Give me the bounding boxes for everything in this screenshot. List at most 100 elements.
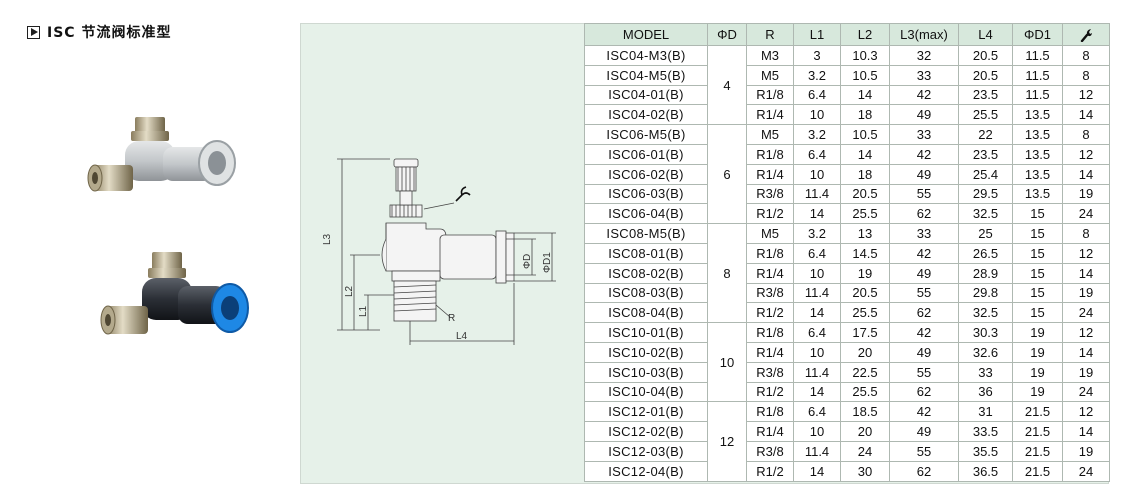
cell-l4: 20.5 bbox=[958, 64, 1013, 86]
cell-wrench: 8 bbox=[1062, 64, 1110, 86]
cell-l4: 28.9 bbox=[958, 262, 1013, 284]
cell-model: ISC12-04(B) bbox=[584, 460, 708, 482]
cell-l4: 23.5 bbox=[958, 143, 1013, 165]
cell-wrench: 24 bbox=[1062, 460, 1110, 482]
cell-l3: 49 bbox=[889, 421, 959, 442]
cell-l4: 33 bbox=[958, 361, 1013, 383]
header-l3: L3(max) bbox=[889, 23, 959, 46]
cell-r: R1/4 bbox=[746, 341, 794, 363]
cell-l1: 6.4 bbox=[793, 242, 841, 264]
cell-d1: 13.5 bbox=[1012, 143, 1063, 165]
cell-l2: 13 bbox=[840, 223, 890, 244]
cell-l3: 49 bbox=[889, 104, 959, 126]
cell-l2: 25.5 bbox=[840, 302, 890, 324]
cell-wrench: 12 bbox=[1062, 84, 1110, 106]
cell-d1: 15 bbox=[1012, 282, 1063, 304]
cell-wrench: 8 bbox=[1062, 124, 1110, 145]
cell-l2: 19 bbox=[840, 262, 890, 284]
cell-d1: 19 bbox=[1012, 361, 1063, 383]
cell-r: R1/4 bbox=[746, 262, 794, 284]
cell-l3: 49 bbox=[889, 262, 959, 284]
cell-l2: 25.5 bbox=[840, 381, 890, 403]
cell-l2: 20 bbox=[840, 421, 890, 442]
label-l4: L4 bbox=[456, 331, 468, 342]
cell-l2: 20.5 bbox=[840, 282, 890, 304]
cell-l1: 11.4 bbox=[793, 183, 841, 205]
cell-model: ISC08-04(B) bbox=[584, 302, 708, 324]
cell-l1: 14 bbox=[793, 302, 841, 324]
label-d1: ΦD1 bbox=[542, 252, 553, 273]
cell-d1: 21.5 bbox=[1012, 440, 1063, 462]
cell-l4: 35.5 bbox=[958, 440, 1013, 462]
cell-l4: 31 bbox=[958, 401, 1013, 423]
cell-l4: 22 bbox=[958, 124, 1013, 145]
cell-l2: 25.5 bbox=[840, 203, 890, 225]
cell-wrench: 8 bbox=[1062, 45, 1110, 66]
cell-l4: 36.5 bbox=[958, 460, 1013, 482]
cell-wrench: 14 bbox=[1062, 341, 1110, 363]
cell-model: ISC06-04(B) bbox=[584, 203, 708, 225]
cell-l1: 3 bbox=[793, 45, 841, 66]
cell-model: ISC06-02(B) bbox=[584, 163, 708, 185]
cell-d1: 21.5 bbox=[1012, 460, 1063, 482]
cell-d1: 21.5 bbox=[1012, 401, 1063, 423]
cell-l1: 10 bbox=[793, 421, 841, 442]
cell-l4: 23.5 bbox=[958, 84, 1013, 106]
cell-l1: 10 bbox=[793, 163, 841, 185]
cell-l3: 55 bbox=[889, 183, 959, 205]
cell-l1: 6.4 bbox=[793, 322, 841, 343]
cell-l3: 55 bbox=[889, 282, 959, 304]
cell-l3: 33 bbox=[889, 64, 959, 86]
cell-model: ISC06-01(B) bbox=[584, 143, 708, 165]
section-title: ISC 节流阀标准型 bbox=[27, 22, 171, 42]
cell-wrench: 12 bbox=[1062, 143, 1110, 165]
cell-l1: 10 bbox=[793, 262, 841, 284]
cell-wrench: 19 bbox=[1062, 183, 1110, 205]
cell-model: ISC10-04(B) bbox=[584, 381, 708, 403]
cell-r: R1/2 bbox=[746, 203, 794, 225]
cell-l1: 3.2 bbox=[793, 64, 841, 86]
cell-l1: 11.4 bbox=[793, 282, 841, 304]
cell-l4: 20.5 bbox=[958, 45, 1013, 66]
header-d1: ΦD1 bbox=[1012, 23, 1063, 46]
cell-l3: 42 bbox=[889, 401, 959, 423]
cell-d: 10 bbox=[707, 322, 747, 403]
header-model: MODEL bbox=[584, 23, 708, 46]
gray-fitting-image bbox=[87, 117, 236, 192]
cell-wrench: 24 bbox=[1062, 302, 1110, 324]
cell-d: 8 bbox=[707, 223, 747, 324]
cell-d1: 19 bbox=[1012, 322, 1063, 343]
cell-d: 4 bbox=[707, 44, 747, 126]
cell-l2: 22.5 bbox=[840, 361, 890, 383]
cell-model: ISC04-M5(B) bbox=[584, 64, 708, 86]
header-r: R bbox=[746, 23, 794, 46]
cell-l2: 18 bbox=[840, 104, 890, 126]
cell-model: ISC12-03(B) bbox=[584, 440, 708, 462]
cell-l1: 3.2 bbox=[793, 223, 841, 244]
label-r: R bbox=[448, 313, 455, 324]
cell-l3: 42 bbox=[889, 143, 959, 165]
cell-model: ISC04-M3(B) bbox=[584, 45, 708, 66]
cell-wrench: 14 bbox=[1062, 163, 1110, 185]
cell-r: R3/8 bbox=[746, 282, 794, 304]
cell-l2: 10.5 bbox=[840, 64, 890, 86]
cell-wrench: 12 bbox=[1062, 322, 1110, 343]
cell-d: 12 bbox=[707, 401, 747, 482]
cell-wrench: 14 bbox=[1062, 104, 1110, 126]
cell-d1: 13.5 bbox=[1012, 163, 1063, 185]
